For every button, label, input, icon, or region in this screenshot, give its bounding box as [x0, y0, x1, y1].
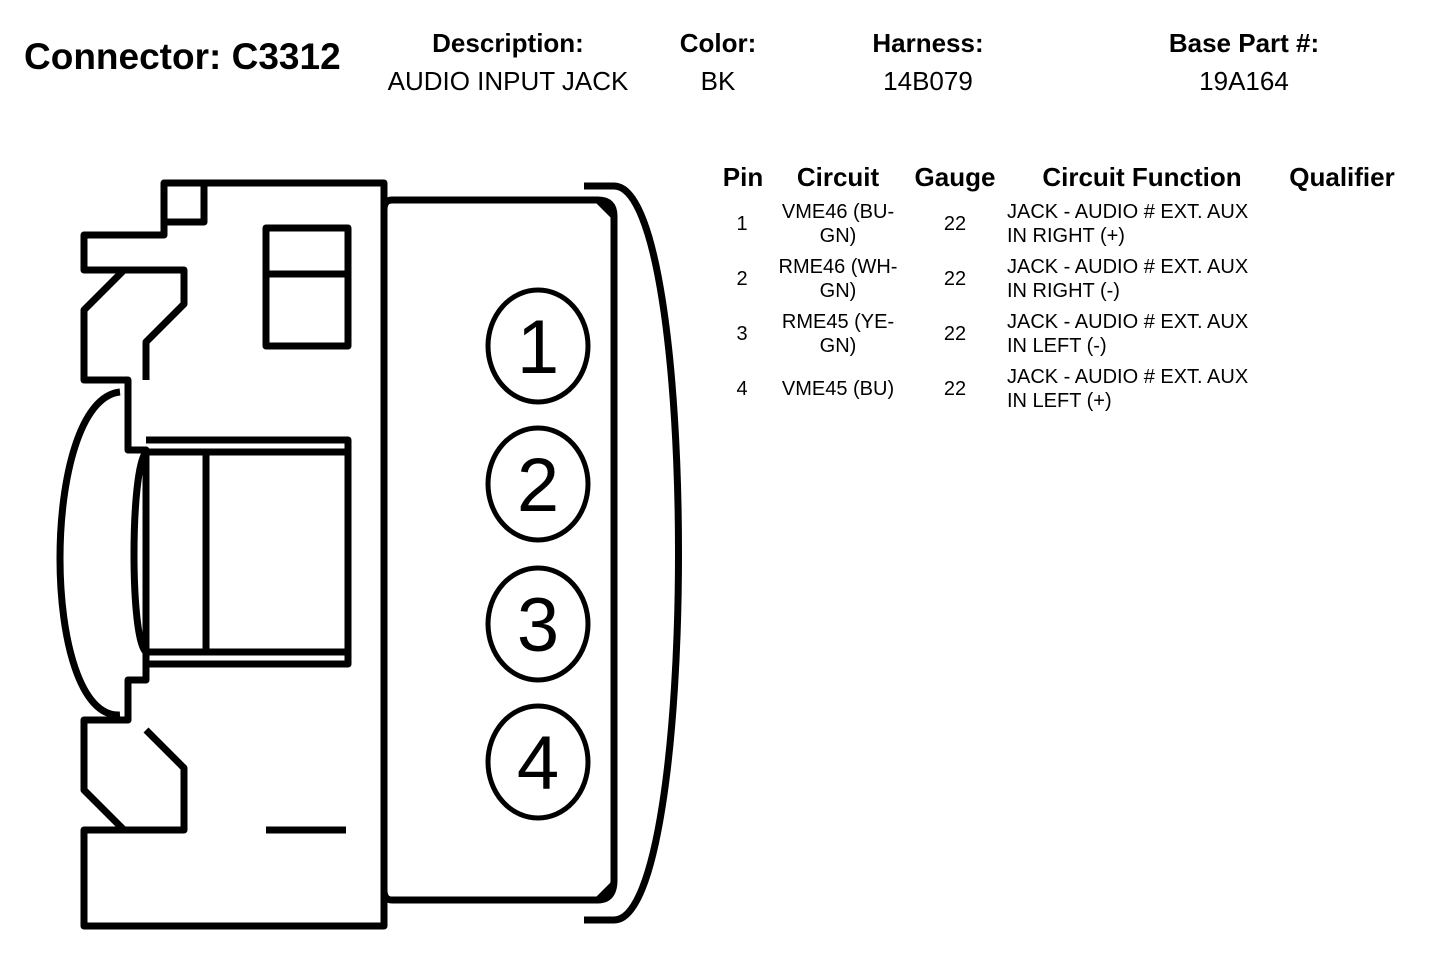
- row-circuit-line-1: RME46 (WH-: [778, 256, 898, 278]
- row-pin: 1: [736, 213, 748, 235]
- upper-window: [262, 224, 352, 350]
- connector-label: Connector:: [24, 36, 222, 77]
- row-circuit-line-1: RME45 (YE-: [781, 311, 895, 333]
- pin-2-circle: [485, 425, 591, 543]
- connector-shroud: [584, 182, 682, 924]
- pin-2-label: 2: [517, 443, 559, 528]
- description-block: Description: AUDIO INPUT JACK: [378, 28, 638, 96]
- header-circuit: Circuit: [796, 162, 880, 192]
- row-circuit-line-2: GN): [819, 280, 857, 302]
- table-row: 4 VME45 (BU) 22 JACK - AUDIO # EXT. AUX …: [0, 365, 1440, 421]
- top-notch: [160, 183, 208, 226]
- row-pin: 4: [736, 378, 748, 400]
- header-gauge: Gauge: [914, 162, 996, 192]
- row-function-line-2: IN RIGHT (+): [1007, 225, 1125, 247]
- table-row: 2 RME46 (WH- GN) 22 JACK - AUDIO # EXT. …: [0, 255, 1440, 311]
- row-gauge: 22: [943, 323, 967, 345]
- base-part-value: 19A164: [1199, 66, 1289, 96]
- description-value: AUDIO INPUT JACK: [387, 66, 629, 96]
- row-circuit-line-2: GN): [819, 225, 857, 247]
- row-function-line-1: JACK - AUDIO # EXT. AUX: [1007, 256, 1249, 278]
- connector-id: C3312: [231, 36, 341, 77]
- latch-bump: [56, 388, 121, 719]
- color-block: Color: BK: [658, 28, 778, 96]
- base-part-label: Base Part #:: [1168, 28, 1320, 58]
- row-circuit-line-1: VME45 (BU): [781, 378, 895, 400]
- header-qualifier: Qualifier: [1289, 162, 1395, 192]
- upper-ramp: [84, 266, 188, 380]
- row-gauge: 22: [943, 268, 967, 290]
- row-function-line-1: JACK - AUDIO # EXT. AUX: [1007, 311, 1249, 333]
- row-function-line-2: IN LEFT (-): [1007, 335, 1107, 357]
- color-label: Color:: [679, 28, 757, 58]
- connector-title: Connector: C3312: [24, 36, 341, 78]
- pin-4-label: 4: [517, 721, 559, 806]
- table-row: 3 RME45 (YE- GN) 22 JACK - AUDIO # EXT. …: [0, 310, 1440, 366]
- row-function-line-1: JACK - AUDIO # EXT. AUX: [1007, 201, 1249, 223]
- center-recess: [146, 436, 352, 668]
- header-function: Circuit Function: [1042, 162, 1242, 192]
- header-pin: Pin: [722, 162, 764, 192]
- pin-4-circle: [485, 703, 591, 821]
- pin-3-label: 3: [517, 583, 559, 668]
- pin-3-circle: [485, 565, 591, 683]
- row-function-line-2: IN LEFT (+): [1007, 390, 1112, 412]
- row-gauge: 22: [943, 378, 967, 400]
- harness-value: 14B079: [883, 66, 973, 96]
- row-function-line-1: JACK - AUDIO # EXT. AUX: [1007, 366, 1249, 388]
- table-row: 1 VME46 (BU- GN) 22 JACK - AUDIO # EXT. …: [0, 200, 1440, 256]
- row-circuit-line-1: VME46 (BU-: [781, 201, 895, 223]
- row-pin: 2: [736, 268, 748, 290]
- pin-1-circle: [485, 287, 591, 405]
- lower-ramp: [84, 727, 188, 834]
- base-part-block: Base Part #: 19A164: [1144, 28, 1344, 96]
- row-pin: 3: [736, 323, 748, 345]
- row-circuit-line-2: GN): [819, 335, 857, 357]
- row-function-line-2: IN RIGHT (-): [1007, 280, 1120, 302]
- harness-block: Harness: 14B079: [848, 28, 1008, 96]
- description-label: Description:: [432, 28, 584, 58]
- row-gauge: 22: [943, 213, 967, 235]
- harness-label: Harness:: [872, 28, 984, 58]
- pin-1-label: 1: [517, 305, 559, 390]
- color-value: BK: [700, 66, 736, 96]
- connector-diagram: 1 2 3 4: [56, 179, 682, 930]
